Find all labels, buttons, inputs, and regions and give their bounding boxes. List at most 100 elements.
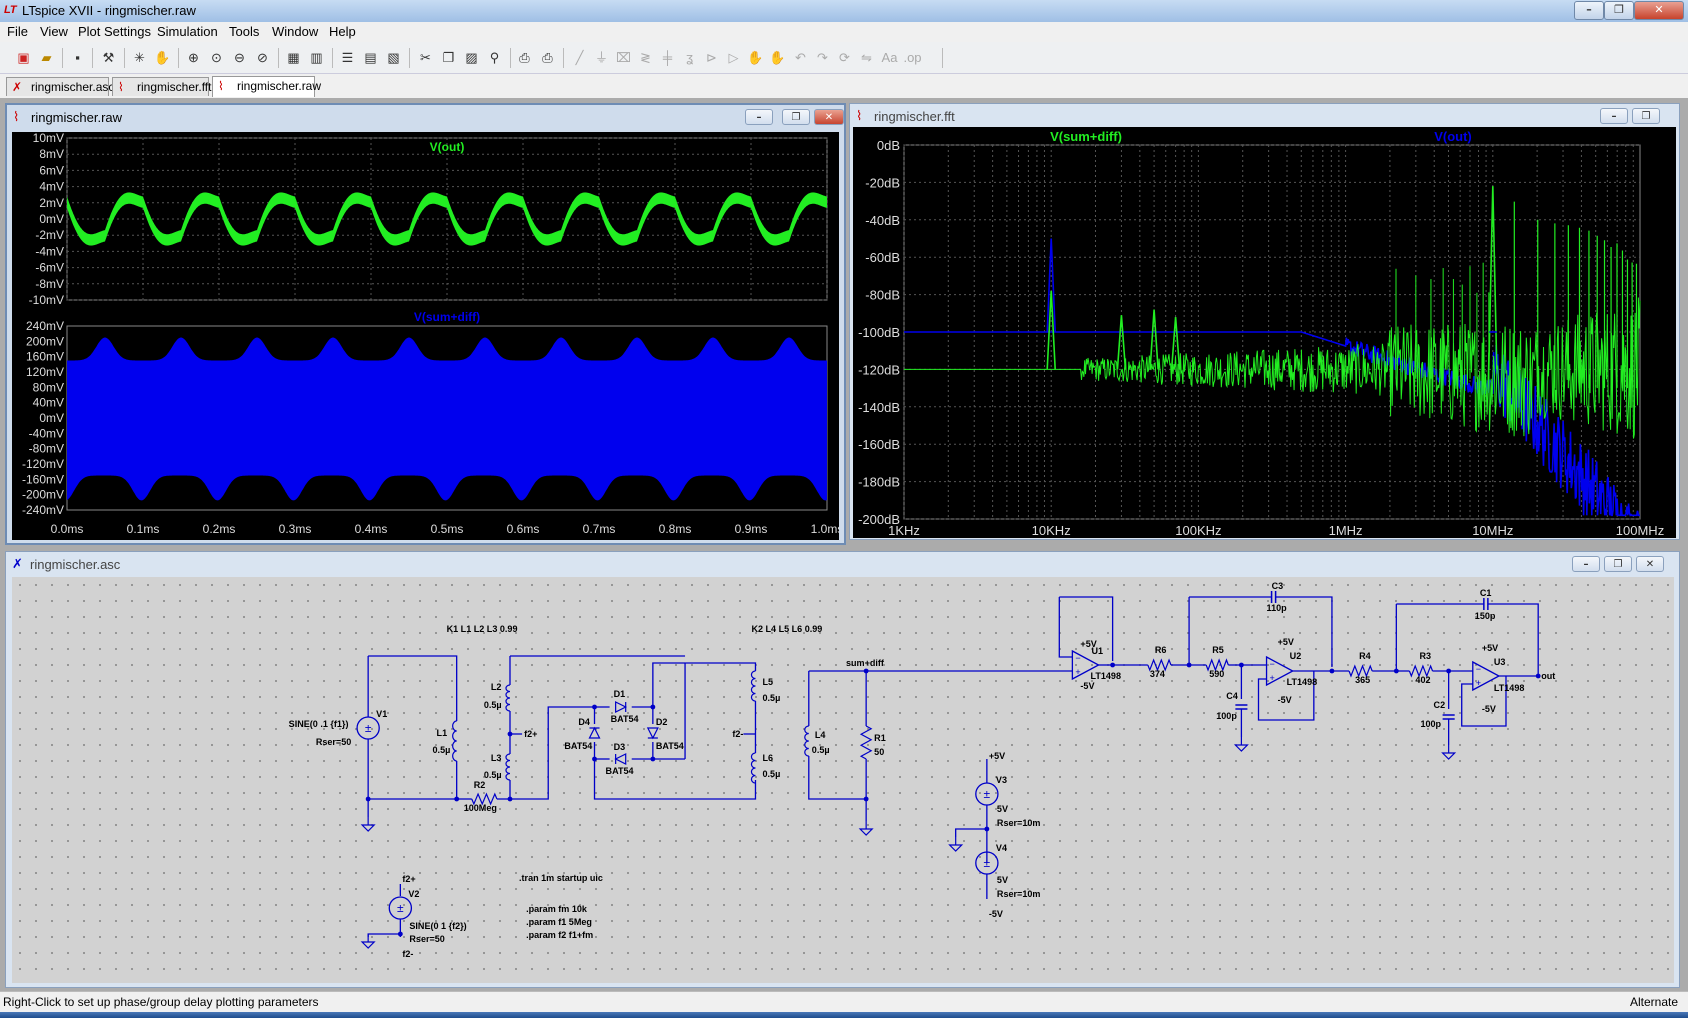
vout-y-tick-label: -8mV <box>35 277 64 291</box>
menu-file[interactable]: File <box>7 24 28 39</box>
wire <box>1058 597 1073 658</box>
fft-minimize-button[interactable]: – <box>1600 108 1628 124</box>
autorange-icon[interactable]: ▦ <box>287 50 300 65</box>
wire <box>1275 596 1333 667</box>
save-icon[interactable]: ▪ <box>75 50 80 65</box>
spice-directive-icon[interactable]: .op <box>903 50 922 65</box>
asc-close-button[interactable]: ✕ <box>1636 556 1664 572</box>
window-title: LTspice XVII - ringmischer.raw <box>22 3 196 18</box>
close-button[interactable]: ✕ <box>1634 1 1684 20</box>
rotate-icon[interactable]: ⟳ <box>839 50 850 65</box>
fft-window-title: ringmischer.fft <box>874 109 955 124</box>
menu-simulation[interactable]: Simulation <box>157 24 218 39</box>
diode-icon[interactable]: ⊳ <box>706 50 717 65</box>
vsum-y-tick-label: 200mV <box>26 334 64 348</box>
zoom-in-icon[interactable]: ⊕ <box>188 50 199 65</box>
label-l6: L6 <box>763 753 774 763</box>
time-domain-plots[interactable]: 10mV8mV6mV4mV2mV0mV-2mV-4mV-6mV-8mV-10mV… <box>12 131 843 540</box>
label-v1: V1 <box>376 709 387 719</box>
close-windows-icon[interactable]: ▧ <box>387 50 400 65</box>
menu-tools[interactable]: Tools <box>229 24 260 39</box>
label-c4-value: 100p <box>1216 711 1237 721</box>
label-u1: U1 <box>1091 646 1103 656</box>
new-schematic-icon[interactable]: ▣ <box>17 50 30 65</box>
inductor-l6 <box>750 752 756 784</box>
move-icon[interactable]: ✋ <box>747 50 764 65</box>
label-l2: L2 <box>491 682 502 692</box>
junction-dot <box>1535 673 1541 679</box>
maximize-button[interactable]: ❐ <box>1604 1 1634 20</box>
component-icon[interactable]: ▷ <box>728 50 739 65</box>
voltage-source-v1-symbol: ± <box>365 721 372 735</box>
opamp-u3 <box>1472 660 1501 692</box>
label-l5-value: 0.5µ <box>763 693 781 703</box>
zoom-out-icon[interactable]: ⊖ <box>234 50 245 65</box>
print-icon[interactable]: ⎙ <box>542 50 553 65</box>
open-folder-icon[interactable]: ▰ <box>41 50 52 65</box>
resistor-r2 <box>471 792 498 806</box>
raw-close-button[interactable]: ✕ <box>814 109 844 125</box>
pan-icon[interactable]: ⊙ <box>211 50 222 65</box>
document-tabs: ✗ ringmischer.asc ⌇ ringmischer.fft ⌇ ri… <box>0 74 1688 98</box>
menu-window[interactable]: Window <box>272 24 319 39</box>
opamp-u2-minus: − <box>1270 659 1275 669</box>
copy-icon[interactable]: ❐ <box>442 50 455 65</box>
tab-ringmischer-fft[interactable]: ⌇ ringmischer.fft <box>112 77 211 96</box>
mirror-icon[interactable]: ⇋ <box>861 50 872 65</box>
control-panel-icon[interactable]: ⚒ <box>102 50 115 65</box>
tile-horizontal-icon[interactable]: ☰ <box>341 50 354 65</box>
menu-plot-settings[interactable]: Plot Settings <box>78 24 151 39</box>
label-v4-net: -5V <box>989 909 1003 919</box>
wire <box>1487 603 1539 676</box>
resistor-icon[interactable]: ≷ <box>640 50 651 65</box>
label-u1-vplus: +5V <box>1080 639 1096 649</box>
text-icon[interactable]: Aa <box>881 50 898 65</box>
ground-icon <box>858 821 874 836</box>
wire <box>368 655 458 721</box>
wire-icon[interactable]: ╱ <box>575 50 584 65</box>
print-setup-icon[interactable]: ⎙ <box>519 50 530 65</box>
voltage-source-v2-symbol: ± <box>397 901 404 915</box>
undo-icon[interactable]: ↶ <box>795 50 806 65</box>
vout-trace-label: V(out) <box>430 140 465 154</box>
label-r6-value: 374 <box>1150 669 1165 679</box>
time-x-tick-label: 0.2ms <box>203 522 236 536</box>
raw-restore-button[interactable]: ❐ <box>782 109 810 125</box>
vout-trace <box>67 192 827 246</box>
fft-x-tick-label: 100KHz <box>1175 523 1221 538</box>
drag-icon[interactable]: ✋ <box>769 50 786 65</box>
schematic-icon: ✗ <box>12 80 23 94</box>
halt-hand-icon[interactable]: ✋ <box>154 50 171 65</box>
cut-icon[interactable]: ✂ <box>420 50 431 65</box>
tab-ringmischer-asc[interactable]: ✗ ringmischer.asc <box>6 77 114 96</box>
run-icon[interactable]: ✳ <box>134 50 145 65</box>
fft-plot-area[interactable]: 0dB-20dB-40dB-60dB-80dB-100dB-120dB-140d… <box>853 127 1676 538</box>
label-net-icon[interactable]: ⌧ <box>616 50 631 65</box>
inductor-l5 <box>750 670 756 702</box>
fft-restore-button[interactable]: ❐ <box>1632 108 1660 124</box>
asc-minimize-button[interactable]: – <box>1572 556 1600 572</box>
add-trace-icon[interactable]: ▥ <box>310 50 323 65</box>
asc-restore-button[interactable]: ❐ <box>1604 556 1632 572</box>
find-icon[interactable]: ⚲ <box>489 50 500 65</box>
label-c1-value: 150p <box>1475 611 1496 621</box>
raw-minimize-button[interactable]: – <box>745 109 773 125</box>
menu-help[interactable]: Help <box>329 24 356 39</box>
vout-y-tick-label: 6mV <box>39 163 64 177</box>
paste-icon[interactable]: ▨ <box>465 50 478 65</box>
minimize-button[interactable]: – <box>1574 1 1604 20</box>
inductor-icon[interactable]: ʓ <box>685 50 694 65</box>
time-x-tick-label: 0.6ms <box>507 522 540 536</box>
redo-icon[interactable]: ↷ <box>817 50 828 65</box>
cascade-icon[interactable]: ▤ <box>364 50 377 65</box>
label-d4: D4 <box>578 717 590 727</box>
zoom-cancel-icon[interactable]: ⊘ <box>257 50 268 65</box>
ground-icon[interactable]: ⏚ <box>594 50 608 65</box>
fft-plot[interactable]: 0dB-20dB-40dB-60dB-80dB-100dB-120dB-140d… <box>853 127 1676 538</box>
capacitor-icon[interactable]: ╪ <box>662 50 673 65</box>
menu-view[interactable]: View <box>40 24 68 39</box>
tab-ringmischer-raw[interactable]: ⌇ ringmischer.raw <box>212 76 321 97</box>
